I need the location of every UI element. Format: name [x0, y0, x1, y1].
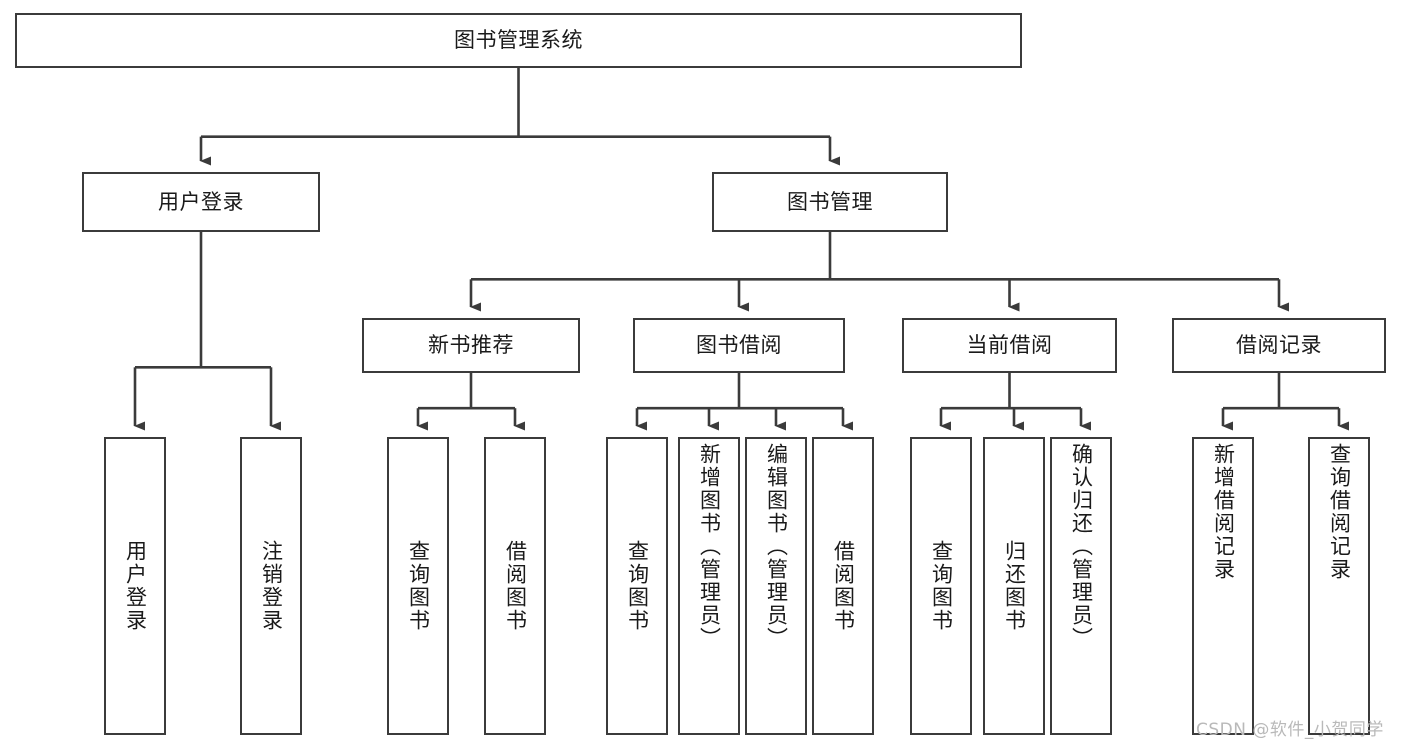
node-label: 图书借阅: [696, 333, 782, 358]
node-l-cu-query[interactable]: 查询图书: [910, 437, 972, 735]
node-label: 新增借阅记录: [1211, 443, 1236, 581]
node-label: 查询图书: [625, 540, 650, 632]
node-login[interactable]: 用户登录: [82, 172, 320, 232]
node-l-bw-add[interactable]: 新增图书（管理员）: [678, 437, 740, 735]
node-label: 查询图书: [406, 540, 431, 632]
node-l-nb-query[interactable]: 查询图书: [387, 437, 449, 735]
csdn-watermark: CSDN @软件_小贺同学: [1196, 720, 1384, 740]
node-l-bw-query[interactable]: 查询图书: [606, 437, 668, 735]
node-label: 借阅图书: [503, 540, 528, 632]
node-label: 注销登录: [259, 540, 284, 632]
node-label: 查询借阅记录: [1327, 443, 1352, 581]
node-label: 借阅图书: [831, 540, 856, 632]
node-l-cu-conf[interactable]: 确认归还（管理员）: [1050, 437, 1112, 735]
node-l-cu-return[interactable]: 归还图书: [983, 437, 1045, 735]
node-label: 查询图书: [929, 540, 954, 632]
node-label: 借阅记录: [1236, 333, 1322, 358]
node-label: 确认归还（管理员）: [1069, 443, 1094, 650]
node-l-login[interactable]: 用户登录: [104, 437, 166, 735]
node-current[interactable]: 当前借阅: [902, 318, 1117, 373]
node-label: 用户登录: [158, 189, 244, 214]
node-label: 图书管理: [787, 189, 873, 214]
node-l-rc-add[interactable]: 新增借阅记录: [1192, 437, 1254, 735]
node-bookmgmt[interactable]: 图书管理: [712, 172, 948, 232]
node-label: 当前借阅: [966, 333, 1053, 358]
node-label: 新增图书（管理员）: [697, 443, 722, 650]
node-l-logout[interactable]: 注销登录: [240, 437, 302, 735]
node-borrow[interactable]: 图书借阅: [633, 318, 845, 373]
node-newbook[interactable]: 新书推荐: [362, 318, 580, 373]
node-l-nb-borrow[interactable]: 借阅图书: [484, 437, 546, 735]
node-label: 新书推荐: [428, 333, 514, 358]
node-label: 编辑图书（管理员）: [764, 443, 789, 650]
node-label: 用户登录: [123, 540, 148, 632]
node-l-rc-query[interactable]: 查询借阅记录: [1308, 437, 1370, 735]
node-root[interactable]: 图书管理系统: [15, 13, 1022, 68]
node-l-bw-borrow[interactable]: 借阅图书: [812, 437, 874, 735]
node-label: 归还图书: [1002, 540, 1027, 632]
node-l-bw-edit[interactable]: 编辑图书（管理员）: [745, 437, 807, 735]
node-label: 图书管理系统: [454, 28, 583, 53]
node-records[interactable]: 借阅记录: [1172, 318, 1386, 373]
